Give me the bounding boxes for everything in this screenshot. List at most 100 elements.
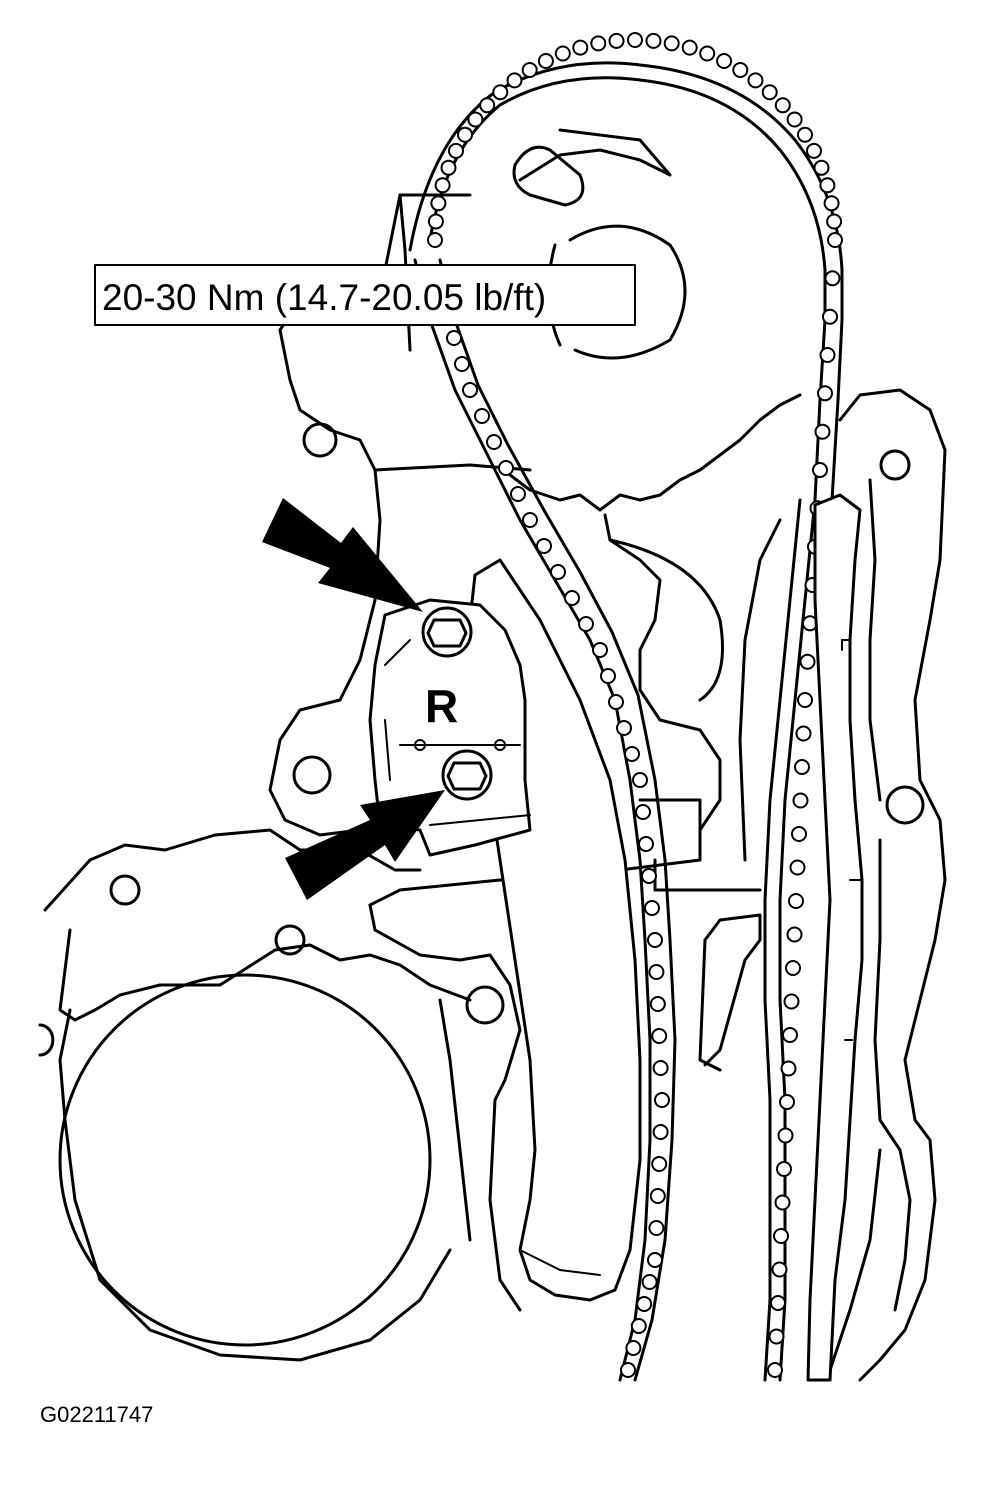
chain-link [791,826,807,842]
chain-link [780,1060,797,1077]
chain-link [774,1194,791,1211]
chain-link [644,900,660,916]
chain-link [777,1127,794,1144]
torque-callout: 20-30 Nm (14.7-20.05 lb/ft) [94,264,636,326]
bolt-hole [302,422,338,458]
chain-link [732,62,749,78]
chain-link [625,1340,642,1356]
chain-link [649,1188,666,1204]
chain-link [479,97,496,114]
chain-link [797,126,813,143]
bolt-hole [274,924,306,956]
chain-link [624,746,640,762]
chain-link [600,668,616,684]
chain-link [635,804,651,820]
chain-link [590,35,607,52]
chain-link [620,1362,636,1378]
chain-link [699,45,716,62]
bolt-hole [885,785,925,825]
chain-link [537,53,554,69]
chain-link [651,1156,668,1172]
chain-link [440,159,457,176]
chain-link [799,653,816,670]
chain-link [550,564,566,580]
chain-link [761,84,778,101]
bolt-hole [109,874,141,906]
guide-bracket: R [368,598,532,857]
chain-link [774,97,791,114]
chain-link [630,1318,647,1334]
chain-link [652,1124,669,1140]
chain-link [768,1328,785,1345]
chain-link [651,1028,668,1044]
chain-link [521,62,538,78]
chain-link [826,213,843,230]
chain-link [681,39,698,56]
chain-link [824,270,841,287]
chain-link [652,1060,669,1076]
chain-link [819,177,836,194]
black-arrow-icon [262,498,423,612]
chain-link [648,964,665,980]
chain-link [785,960,801,976]
chain-link [486,434,502,450]
chain-link [427,213,444,230]
chain-link [627,32,643,48]
chain-link [779,1094,795,1110]
chain-link [608,694,624,710]
chain-link [819,347,836,363]
bolt-hole [879,449,911,481]
chain-link [773,1228,789,1244]
lower-bolt [441,749,493,801]
chain-link [510,486,526,502]
chain-link [716,53,733,69]
chain-link [647,1252,663,1268]
chain-link [806,142,822,159]
chain-link [814,423,831,440]
chain-link [782,1027,798,1043]
chain-link [636,1296,653,1312]
chain-link [430,195,447,212]
chain-link [649,996,666,1012]
chain-link [554,45,571,62]
chain-link [648,1220,665,1236]
chain-link [770,1295,786,1311]
chain-link [608,32,625,49]
chain-link [827,232,843,248]
chain-link [632,772,648,788]
chain-link [448,142,464,159]
chain-link [434,177,451,194]
chain-link [522,512,538,528]
chain-link [789,859,806,876]
chain-link [536,538,552,554]
fixed-chain-guide [806,493,864,1382]
figure-id: G02211747 [40,1402,153,1427]
chain-link [797,692,813,708]
black-arrow-icon [285,790,445,900]
chain-link [592,642,608,658]
timing-chain [408,32,844,1382]
chain-link [776,1161,792,1177]
crank-bore [58,973,432,1347]
chain-link [427,232,443,248]
guide-mark-r: R [425,680,458,732]
chain-link [467,111,484,128]
chain-link [457,126,473,143]
chain-link [462,382,478,398]
chain-link [795,725,812,742]
chain-link [492,84,509,101]
chain-link [641,868,657,884]
chain-link [498,460,514,476]
chain-link [506,72,523,89]
chain-link [813,159,830,176]
chain-link [792,792,809,809]
torque-spec-text: 20-30 Nm (14.7-20.05 lb/ft) [102,277,546,318]
chain-link [572,39,589,56]
chain-link [788,893,804,909]
chain-link [578,616,594,632]
chain-link [638,836,654,852]
chain-link [817,385,833,402]
chain-link [454,356,470,372]
bolt-hole [465,985,505,1025]
